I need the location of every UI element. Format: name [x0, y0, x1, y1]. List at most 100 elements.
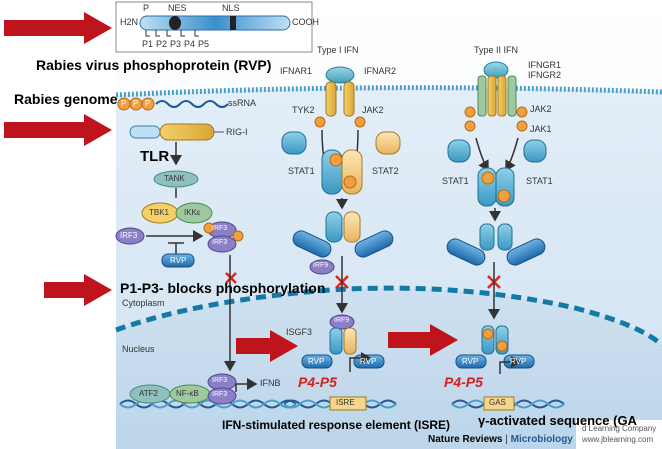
rvp-stat-t1-left [292, 230, 332, 258]
arrow-p1p3 [44, 274, 112, 306]
rvp-gas-right-label: RVP [510, 357, 527, 366]
arrow-protein-map [4, 12, 112, 44]
irf9-label-nuc: IRF9 [334, 317, 350, 324]
ifngr2-label: IFNGR2 [528, 70, 562, 80]
isre-label: ISRE [336, 398, 355, 407]
jak1-phospho-t2b [516, 120, 528, 132]
nfkb-label: NF-κB [176, 389, 199, 398]
ifngr2-chain-a [487, 75, 497, 117]
stat1-bound-t1 [325, 211, 343, 243]
gaf-bound-a [479, 223, 495, 251]
rig-i-label: RIG-I [226, 127, 248, 137]
rvp-gas-left-label: RVP [462, 357, 479, 366]
ifngr2-chain-b [497, 75, 507, 117]
gaf-nucleus-phospho-b [496, 340, 508, 352]
stat2-bound-t1 [343, 211, 361, 243]
irf3-label: IRF3 [120, 231, 138, 240]
jak2-label-t1: JAK2 [362, 105, 384, 115]
ifngr1-chain-a [477, 75, 487, 117]
site-p5: P5 [198, 39, 210, 49]
plasma-membrane [115, 85, 662, 98]
gaf-phospho-b [497, 189, 511, 203]
irf9-nucleus [329, 314, 355, 330]
credit-section: Microbiology [510, 434, 573, 445]
irf3-monomer [115, 227, 145, 245]
protein-c-term: COOH [292, 17, 319, 27]
rig-i-helicase [159, 123, 215, 141]
domain-nls: NLS [222, 3, 240, 13]
rvp-left-label: RVP [170, 256, 187, 265]
irf3-dimer-label-b: IRF3 [212, 239, 228, 246]
overlay-line-1: d Learning Company [582, 424, 657, 433]
rvp-isre-right-label: RVP [360, 357, 377, 366]
dna-ifnb-a [119, 399, 297, 409]
irf3-nuc-label-a: IRF3 [212, 377, 228, 384]
ssrna-label: ssRNA [228, 98, 257, 108]
credit-journal: Nature Reviews [428, 434, 503, 445]
dimer-phospho-t1a [329, 153, 343, 167]
stat1-label-t1: STAT1 [288, 166, 315, 176]
block-x-irf3 [225, 272, 237, 284]
jak2-phospho-t2a [464, 106, 476, 118]
tbk1-label: TBK1 [149, 208, 170, 217]
ifnb-label: IFNB [260, 378, 281, 388]
tank-shape [153, 170, 199, 188]
rvp-gas-left [455, 354, 487, 369]
domain-p: P [143, 3, 150, 13]
p4p5-right-annotation: P4-P5 [444, 374, 483, 390]
isre-box [329, 396, 367, 411]
jak1-phospho-t1 [354, 116, 366, 128]
site-p3: P3 [170, 39, 182, 49]
rig-i-card [129, 125, 161, 139]
ssrna-strand [155, 100, 229, 108]
tank-label: TANK [164, 174, 185, 183]
rvp-left-shape [161, 253, 195, 268]
jak1-phospho-t2a [464, 120, 476, 132]
atf2-label: ATF2 [139, 389, 158, 398]
rvp-stat-t1-right [354, 230, 394, 258]
phospho-site-ticks [145, 30, 199, 37]
type1-ifn-ligand [325, 66, 355, 84]
stat1-label-t2a: STAT1 [442, 176, 469, 186]
ifnar2-label: IFNAR2 [364, 66, 397, 76]
arrow-isre-transcription [349, 352, 372, 372]
dimer-phospho-t1b [343, 175, 357, 189]
ifnar1-chain [325, 81, 337, 117]
arrow-ifnb-transcription [235, 378, 258, 392]
stat1-type1 [281, 131, 307, 155]
arrow-gas-transcription [499, 356, 522, 374]
isre-caption: IFN-stimulated response element (ISRE) [222, 418, 451, 432]
irf3-phospho-a [203, 222, 215, 234]
tyk2-label: TYK2 [292, 105, 315, 115]
credit-line: Nature Reviews | Microbiology [428, 434, 573, 445]
cytoplasm-label: Cytoplasm [122, 298, 165, 308]
site-p1: P1 [142, 39, 154, 49]
gaf-bound-b [497, 223, 513, 251]
ifngr1-chain-b [507, 75, 517, 117]
p1p3-annotation: P1-P3- blocks phosphorylation [120, 280, 326, 296]
type2-ifn-label: Type II IFN [474, 45, 519, 55]
nucleus-label: Nucleus [122, 344, 155, 354]
ppp-label-1: P [121, 99, 127, 108]
ppp-circle-3 [141, 97, 155, 111]
ikke-label: IKKε [184, 208, 201, 217]
jak2-label-t2: JAK2 [530, 104, 552, 114]
jak2-phospho-t2b [516, 106, 528, 118]
ifngr1-label: IFNGR1 [528, 60, 562, 70]
isgf3-stat2 [343, 327, 357, 355]
gaf-phospho-a [481, 171, 495, 185]
isgf3-stat1 [329, 327, 343, 355]
type1-ifn-label: Type I IFN [317, 45, 359, 55]
ppp-label-3: P [145, 99, 151, 108]
domain-nes: NES [168, 3, 187, 13]
protein-n-term: H2N [120, 17, 139, 27]
overlay-line-2: www.jblearning.com [582, 435, 654, 444]
nls-domain [230, 16, 236, 30]
protein-bar [139, 15, 291, 31]
ikke-shape [175, 202, 213, 224]
isgf3-label: ISGF3 [286, 327, 313, 337]
rvp-stat-t2-left [446, 238, 486, 266]
stat2-label-t1: STAT2 [372, 166, 399, 176]
irf9-label-cyto: IRF9 [313, 262, 329, 269]
